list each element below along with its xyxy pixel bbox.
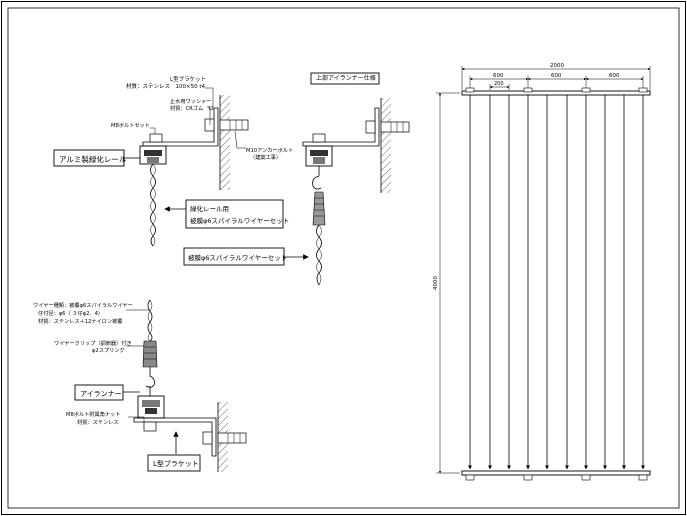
bottom-detail xyxy=(126,299,247,472)
upper-spiral-wire xyxy=(316,224,322,286)
runner-callout-box xyxy=(74,384,124,401)
bottom-bracket-3 xyxy=(581,474,591,481)
wire-callout-box xyxy=(185,199,284,229)
dim-span-2: 600 xyxy=(551,73,562,79)
elevation-wires xyxy=(468,95,645,470)
left-m8-bolt-head xyxy=(149,133,163,143)
upper-l-bracket xyxy=(302,107,380,147)
bracket-label-line2: 材質：ステンレス 100×50 t4 xyxy=(126,82,206,90)
top-bracket-1 xyxy=(465,87,475,93)
wire-spec-line3: 材質：ステンレス＋12ナイロン被覆 xyxy=(38,317,122,325)
upper-anchor-bolt xyxy=(380,121,410,133)
left-anchor-nut xyxy=(204,118,215,132)
bottom-bracket-1 xyxy=(465,474,475,481)
dim-total-width: 2000 xyxy=(550,63,564,69)
anchor-label-line1: M10アンカーボルト xyxy=(246,146,293,154)
upper-bolt-head xyxy=(312,133,326,143)
top-bracket-4 xyxy=(638,87,648,93)
bottom-hook xyxy=(145,367,155,388)
washer-label-line1: 止水用ワッシャー xyxy=(170,97,212,105)
upper-wire-callout-box xyxy=(183,247,285,266)
dim-span-1: 600 xyxy=(493,73,504,79)
left-anchor-bolt xyxy=(219,119,249,131)
clip-label-line1: ワイヤークリップ（調節器）付き xyxy=(54,339,132,347)
left-wall-hatch xyxy=(220,95,230,190)
anchor-label-line2: （建築工事） xyxy=(250,153,281,161)
bottom-spring xyxy=(142,340,158,368)
m8-bolt-label: M8ボルトセット xyxy=(111,121,150,129)
bottom-l-bracket xyxy=(133,417,217,457)
bottom-nut xyxy=(143,421,157,432)
upper-hook xyxy=(312,175,322,190)
bottom-bracket-4 xyxy=(638,474,648,481)
nut-label-line1: M8ボルト附属角ナット xyxy=(66,410,120,418)
bracket-callout-text: L型ブラケット xyxy=(153,459,199,468)
runner-callout-text: アイランナー xyxy=(80,390,122,398)
top-bracket-2 xyxy=(523,87,533,93)
upper-runner-title: 上部アイランナー仕様 xyxy=(316,74,376,82)
washer-label-line2: 材質：CRゴム t2 xyxy=(170,104,214,112)
left-spiral-wire xyxy=(150,163,156,247)
upper-runner-detail xyxy=(302,98,410,286)
wire-callout-line1: 緑化レール用 xyxy=(190,204,229,213)
elevation-view xyxy=(436,66,651,481)
dim-height: 4000 xyxy=(433,276,439,290)
wire-callout-line2: 被膜φ6スパイラルワイヤーセット xyxy=(190,216,289,225)
upper-wall-hatch xyxy=(381,98,391,193)
clip-label-line2: φ2スプリング xyxy=(92,346,125,354)
nut-label-line2: 材質：ステンレス xyxy=(77,418,119,426)
upper-spring xyxy=(312,191,326,226)
dim-span-3: 600 xyxy=(609,73,620,79)
bracket-callout-box xyxy=(147,454,201,472)
left-detail xyxy=(139,87,249,247)
bottom-bracket-2 xyxy=(523,474,533,481)
rail-callout-text: アルミ製緑化レール xyxy=(59,154,127,164)
bracket-label-line1: L型ブラケット xyxy=(170,75,206,83)
elevation-top-rail xyxy=(461,90,651,96)
left-l-bracket xyxy=(142,107,219,147)
elevation-bottom-rail xyxy=(461,470,651,476)
dim-sub-span: 200 xyxy=(494,81,504,87)
wire-spec-line1: ワイヤー種類：被覆φ6スパイラルワイヤー xyxy=(33,301,133,309)
rail-callout-box xyxy=(53,149,125,167)
sheet-border-inner xyxy=(7,7,680,509)
upper-wire-callout-text: 被膜φ6スパイラルワイヤーセット xyxy=(188,253,287,262)
wire-spec-line2: 仔付径：φ6（ ３仔φ2．4） xyxy=(38,309,103,317)
bottom-anchor-bolt xyxy=(217,432,247,444)
top-bracket-3 xyxy=(581,87,591,93)
